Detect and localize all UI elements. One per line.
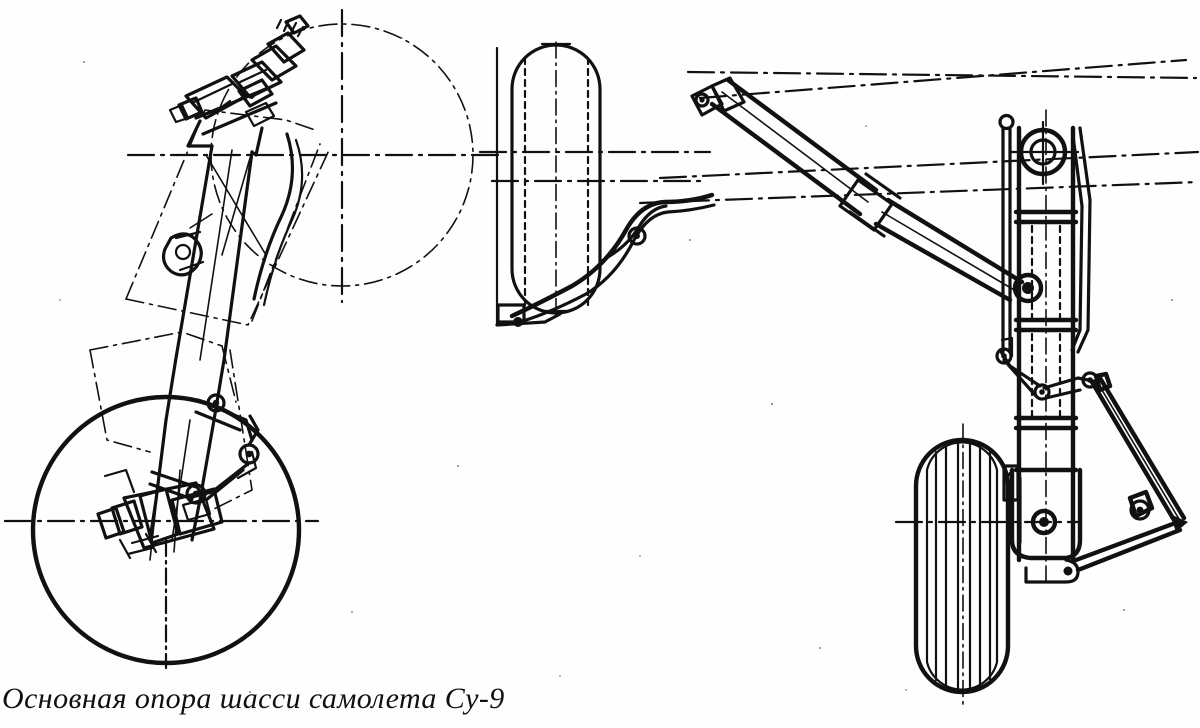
reference-lines-right — [638, 58, 1200, 205]
extended-wheel-circle — [3, 394, 320, 670]
axle-hub — [96, 468, 224, 561]
mid-strut-joint — [161, 213, 213, 277]
trunnion-fittings — [168, 14, 310, 136]
drag-brace — [1073, 371, 1188, 573]
view-retracted-left — [3, 8, 502, 670]
figure-caption: Основная опора шасси самолета Су-9 — [2, 682, 505, 715]
bay-outline-phantom-lower — [89, 331, 253, 513]
view-wheel-well-center — [478, 41, 716, 327]
bay-outline-phantom — [125, 109, 331, 326]
wheel-well-outline — [510, 43, 602, 315]
axle-hub-right — [1002, 464, 1083, 584]
wheel-tire — [913, 423, 1011, 707]
torque-link-lower — [995, 336, 1100, 401]
strut-assembly-upper — [164, 119, 304, 422]
door-lever-arm — [495, 192, 716, 327]
trunnion-bearing — [1008, 120, 1080, 186]
retraction-actuator — [690, 76, 1044, 304]
view-extended-right — [638, 58, 1200, 707]
shock-absorber-cylinder — [1030, 224, 1062, 418]
